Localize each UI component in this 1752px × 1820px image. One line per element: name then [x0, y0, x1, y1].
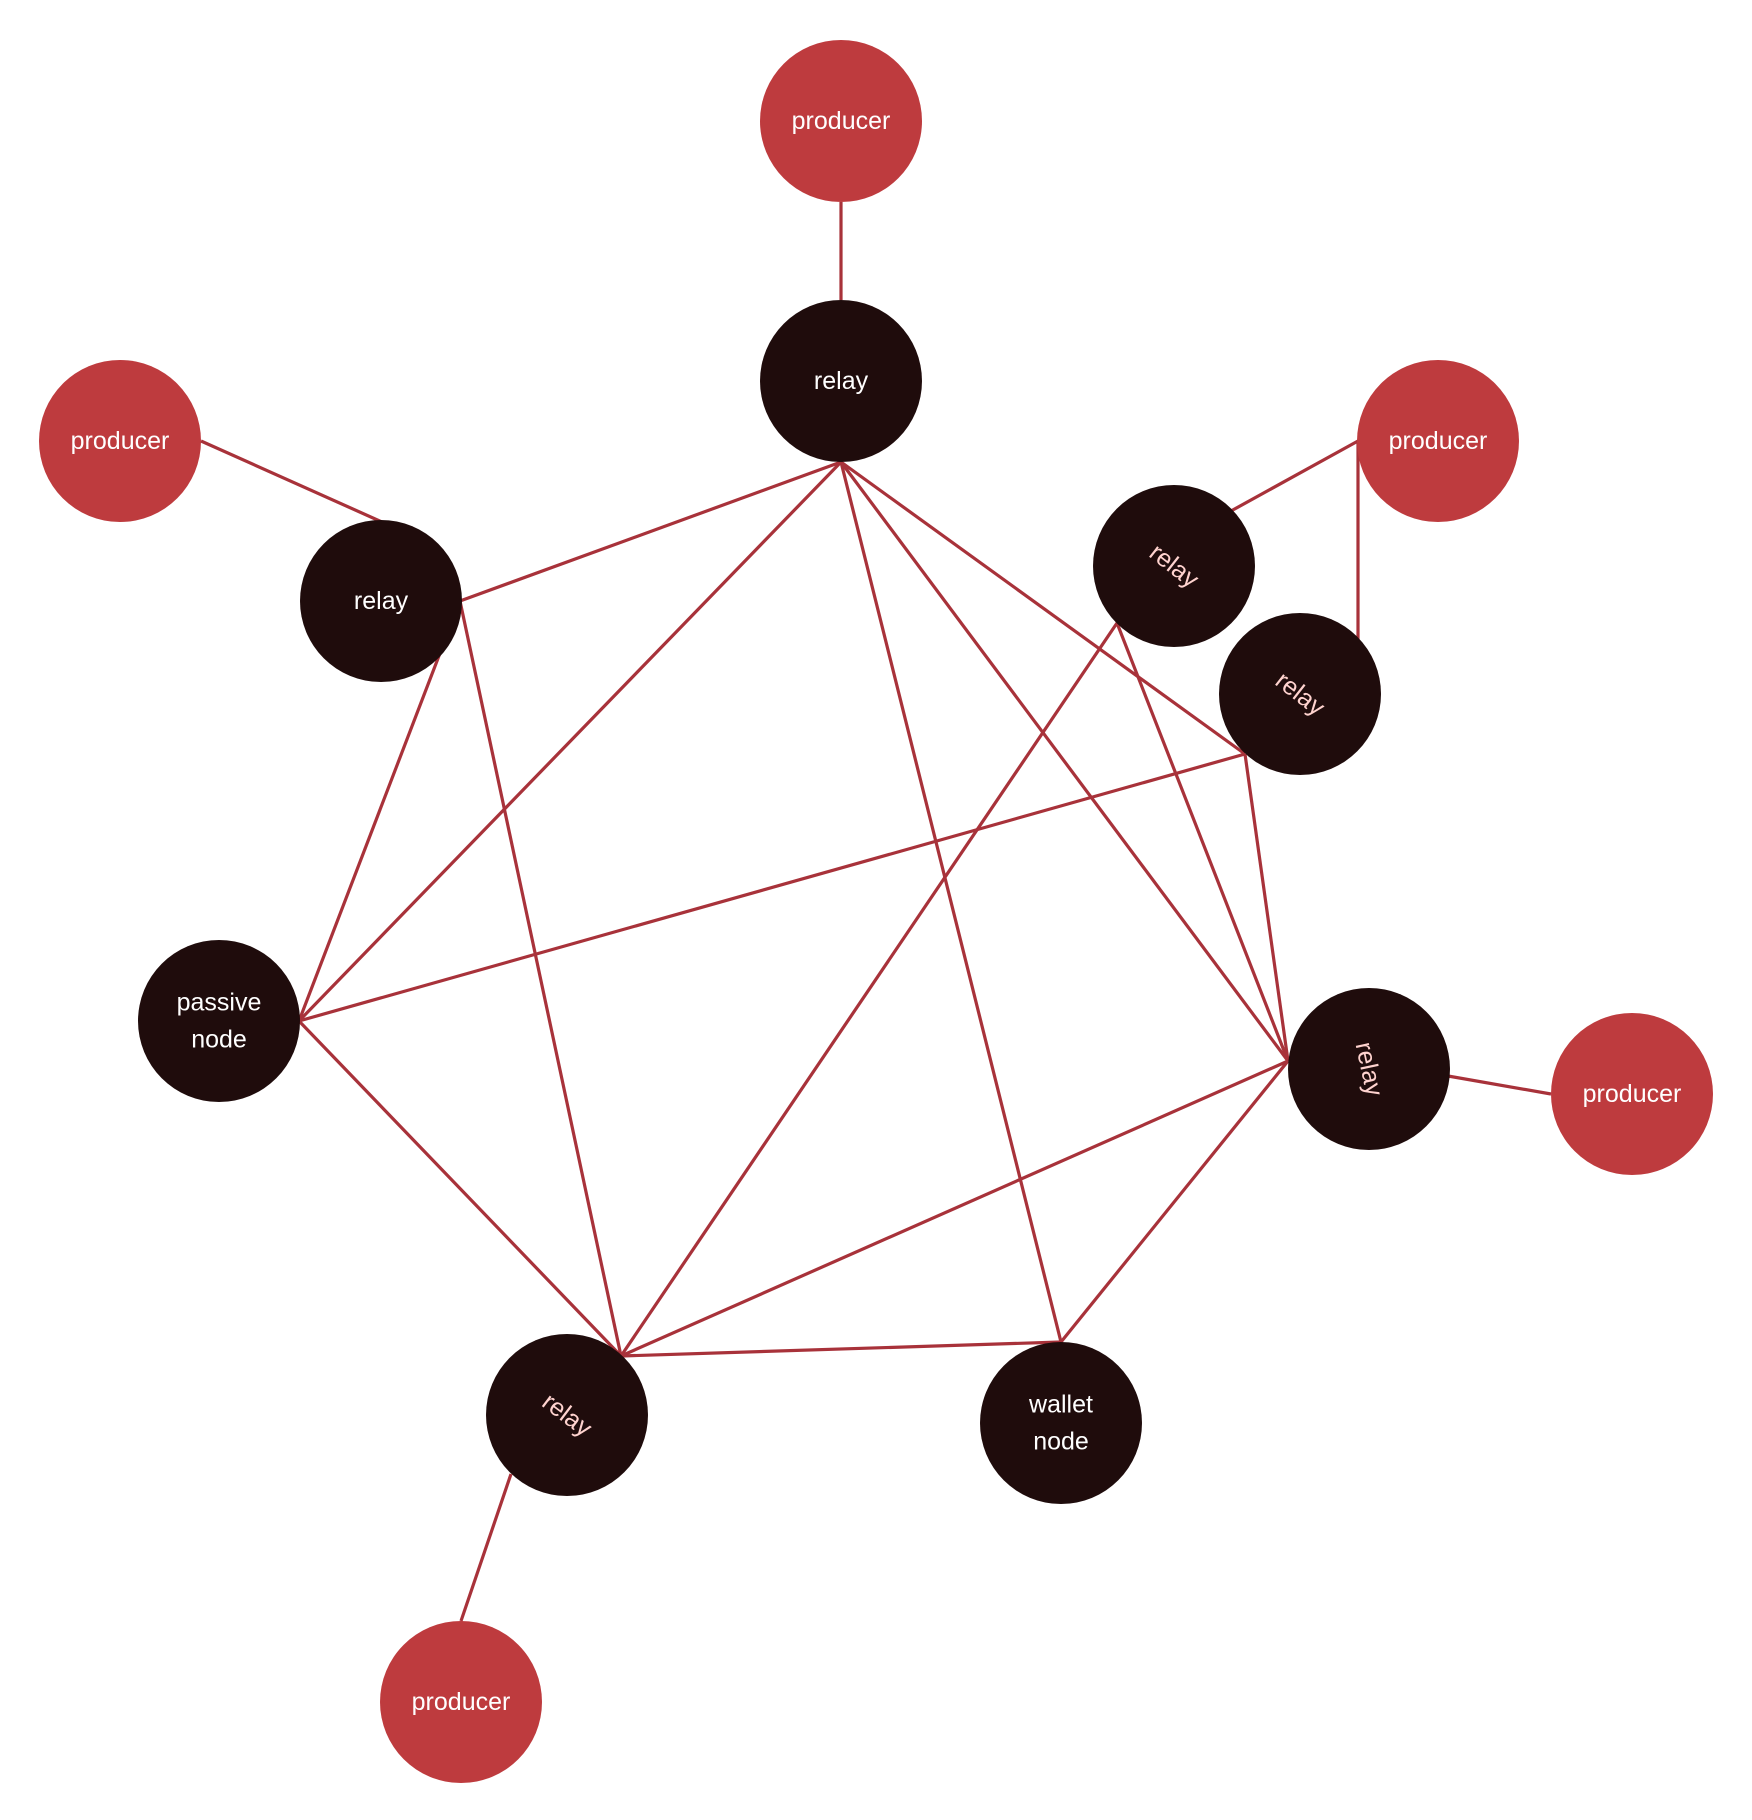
- relay-circle: [1288, 988, 1450, 1150]
- node-wallet-node: wallet node: [980, 1342, 1142, 1504]
- edge-producer-right-to-relay-right: [1447, 1074, 1552, 1096]
- producer-circle: [1551, 1013, 1713, 1175]
- edge-producer-left-to-relay-left: [200, 439, 383, 524]
- edge-relay-top-to-relay-right-middle: [840, 460, 1246, 756]
- edge-producer-right-top-to-relay-right-upper: [1230, 439, 1359, 513]
- node-producer-right: producer: [1551, 1013, 1713, 1175]
- relay-circle: [300, 520, 462, 682]
- passive-circle: [138, 940, 300, 1102]
- wallet-circle: [980, 1342, 1142, 1504]
- edge-relay-right-to-wallet-node: [1059, 1059, 1290, 1344]
- producer-circle: [760, 40, 922, 202]
- producer-top-label: producer: [792, 107, 891, 135]
- node-relay-bottom: relay: [486, 1334, 648, 1496]
- edge-relay-left-to-relay-bottom: [458, 600, 623, 1357]
- edge-relay-top-to-wallet-node: [839, 461, 1063, 1343]
- edge-relay-left-to-passive-node: [297, 600, 462, 1022]
- node-relay-right-upper: relay: [1093, 485, 1255, 647]
- edge-passive-node-to-relay-right-middle: [298, 752, 1246, 1023]
- nodes: producer producer producer producer producer…: [39, 40, 1713, 1783]
- producer-right-top-label: producer: [1389, 427, 1488, 455]
- relay-top-label: relay: [814, 367, 869, 395]
- edge-relay-top-to-relay-right: [839, 461, 1290, 1062]
- producer-bottom-label: producer: [412, 1688, 511, 1716]
- edge-relay-top-to-relay-left: [459, 460, 842, 603]
- edge-relay-right-to-relay-bottom: [620, 1059, 1289, 1358]
- edge-relay-right-middle-to-relay-right: [1243, 753, 1290, 1062]
- relay-circle: [1093, 485, 1255, 647]
- edge-relay-top-to-passive-node: [297, 460, 843, 1023]
- passive-node-label-line-2: node: [191, 1026, 247, 1054]
- connections: [200, 202, 1552, 1622]
- passive-node-label-line-1: passive: [177, 989, 262, 1017]
- producer-left-label: producer: [71, 427, 170, 455]
- node-producer-right-top: producer: [1357, 360, 1519, 522]
- edge-producer-bottom-to-relay-bottom: [459, 1473, 513, 1622]
- node-relay-left: relay: [300, 520, 462, 682]
- edge-relay-right-upper-to-relay-right: [1115, 622, 1290, 1062]
- node-relay-top: relay: [760, 300, 922, 462]
- node-producer-left: producer: [39, 360, 201, 522]
- node-passive-node: passive node: [138, 940, 300, 1102]
- producer-circle: [39, 360, 201, 522]
- wallet-node-label-line-2: node: [1033, 1428, 1089, 1456]
- producer-circle: [380, 1621, 542, 1783]
- node-relay-right-middle: relay: [1219, 613, 1381, 775]
- wallet-node-label-line-1: wallet: [1028, 1391, 1093, 1419]
- edge-relay-right-upper-to-relay-bottom: [619, 622, 1119, 1357]
- node-producer-top: producer: [760, 40, 922, 202]
- node-relay-right: relay: [1288, 988, 1450, 1150]
- producer-circle: [1357, 360, 1519, 522]
- edge-passive-node-to-relay-bottom: [297, 1019, 623, 1358]
- relay-left-label: relay: [354, 587, 409, 615]
- edge-relay-bottom-to-wallet-node: [620, 1340, 1062, 1358]
- producer-right-label: producer: [1583, 1080, 1682, 1108]
- node-producer-bottom: producer: [380, 1621, 542, 1783]
- relay-circle: [1219, 613, 1381, 775]
- relay-circle: [760, 300, 922, 462]
- relay-circle: [486, 1334, 648, 1496]
